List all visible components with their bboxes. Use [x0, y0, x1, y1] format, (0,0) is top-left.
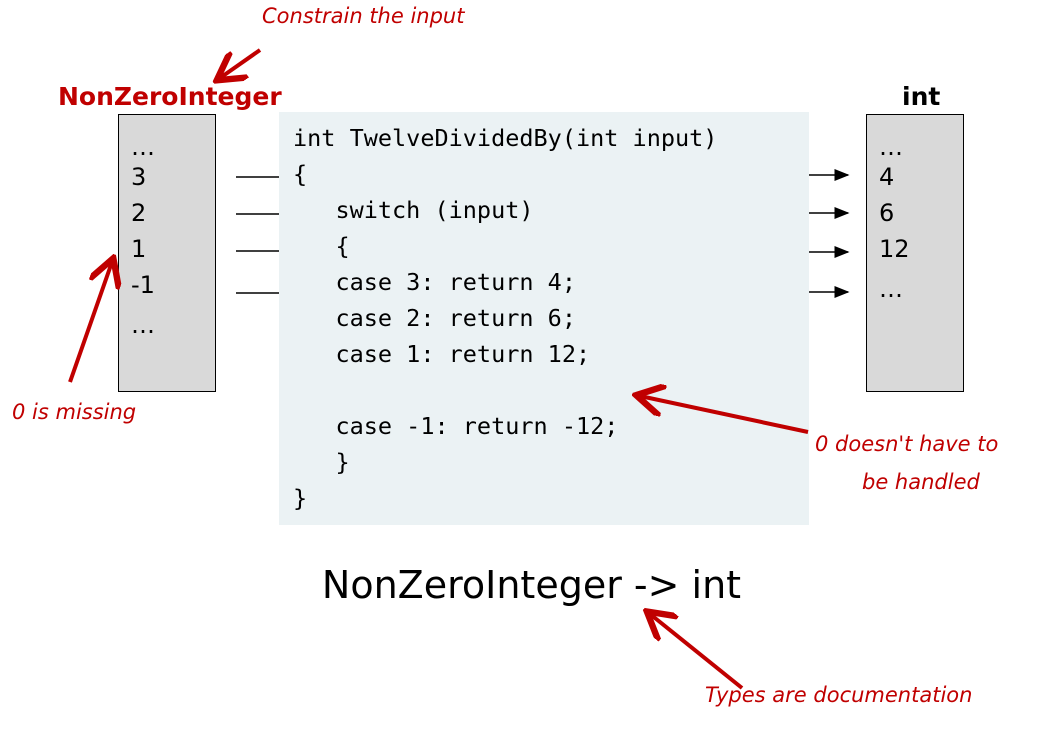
code-line: { [293, 232, 350, 260]
code-line: int TwelveDividedBy(int input) [293, 124, 718, 152]
code-line: } [293, 484, 308, 512]
input-item: 2 [131, 199, 147, 227]
output-item: 4 [879, 163, 895, 191]
code-panel: int TwelveDividedBy(int input) { switch … [279, 112, 809, 525]
input-set-label: NonZeroInteger [58, 82, 282, 111]
output-set-box: … 4 6 12 … [866, 114, 964, 392]
annotation-zero-not-handled-line2: be handled [862, 470, 980, 494]
output-item: … [879, 133, 903, 161]
annotation-zero-not-handled-line1: 0 doesn't have to [815, 432, 999, 456]
code-line: case 3: return 4; [293, 268, 576, 296]
annotation-arrow-zero-not-handled [640, 396, 809, 434]
input-item: 3 [131, 163, 147, 191]
input-item: -1 [131, 271, 155, 299]
input-item: 1 [131, 235, 147, 263]
input-item: … [131, 311, 155, 339]
annotation-arrow-zero-missing [68, 262, 112, 383]
annotation-types-documentation: Types are documentation [705, 683, 973, 707]
code-line: case 1: return 12; [293, 340, 591, 368]
annotation-arrow-constrain [220, 48, 262, 78]
annotation-constrain-input: Constrain the input [262, 4, 465, 28]
annotation-arrow-types-doc [650, 614, 744, 690]
function-signature: NonZeroInteger -> int [321, 563, 742, 607]
input-item: … [131, 133, 155, 161]
code-line: { [293, 160, 308, 188]
output-item: 12 [879, 235, 910, 263]
code-line: switch (input) [293, 196, 534, 224]
output-item: … [879, 275, 903, 303]
output-item: 6 [879, 199, 895, 227]
code-line: } [293, 448, 350, 476]
code-line: case 2: return 6; [293, 304, 576, 332]
annotation-zero-missing: 0 is missing [12, 400, 137, 424]
output-set-label: int [902, 82, 941, 111]
code-line: case -1: return -12; [293, 412, 619, 440]
